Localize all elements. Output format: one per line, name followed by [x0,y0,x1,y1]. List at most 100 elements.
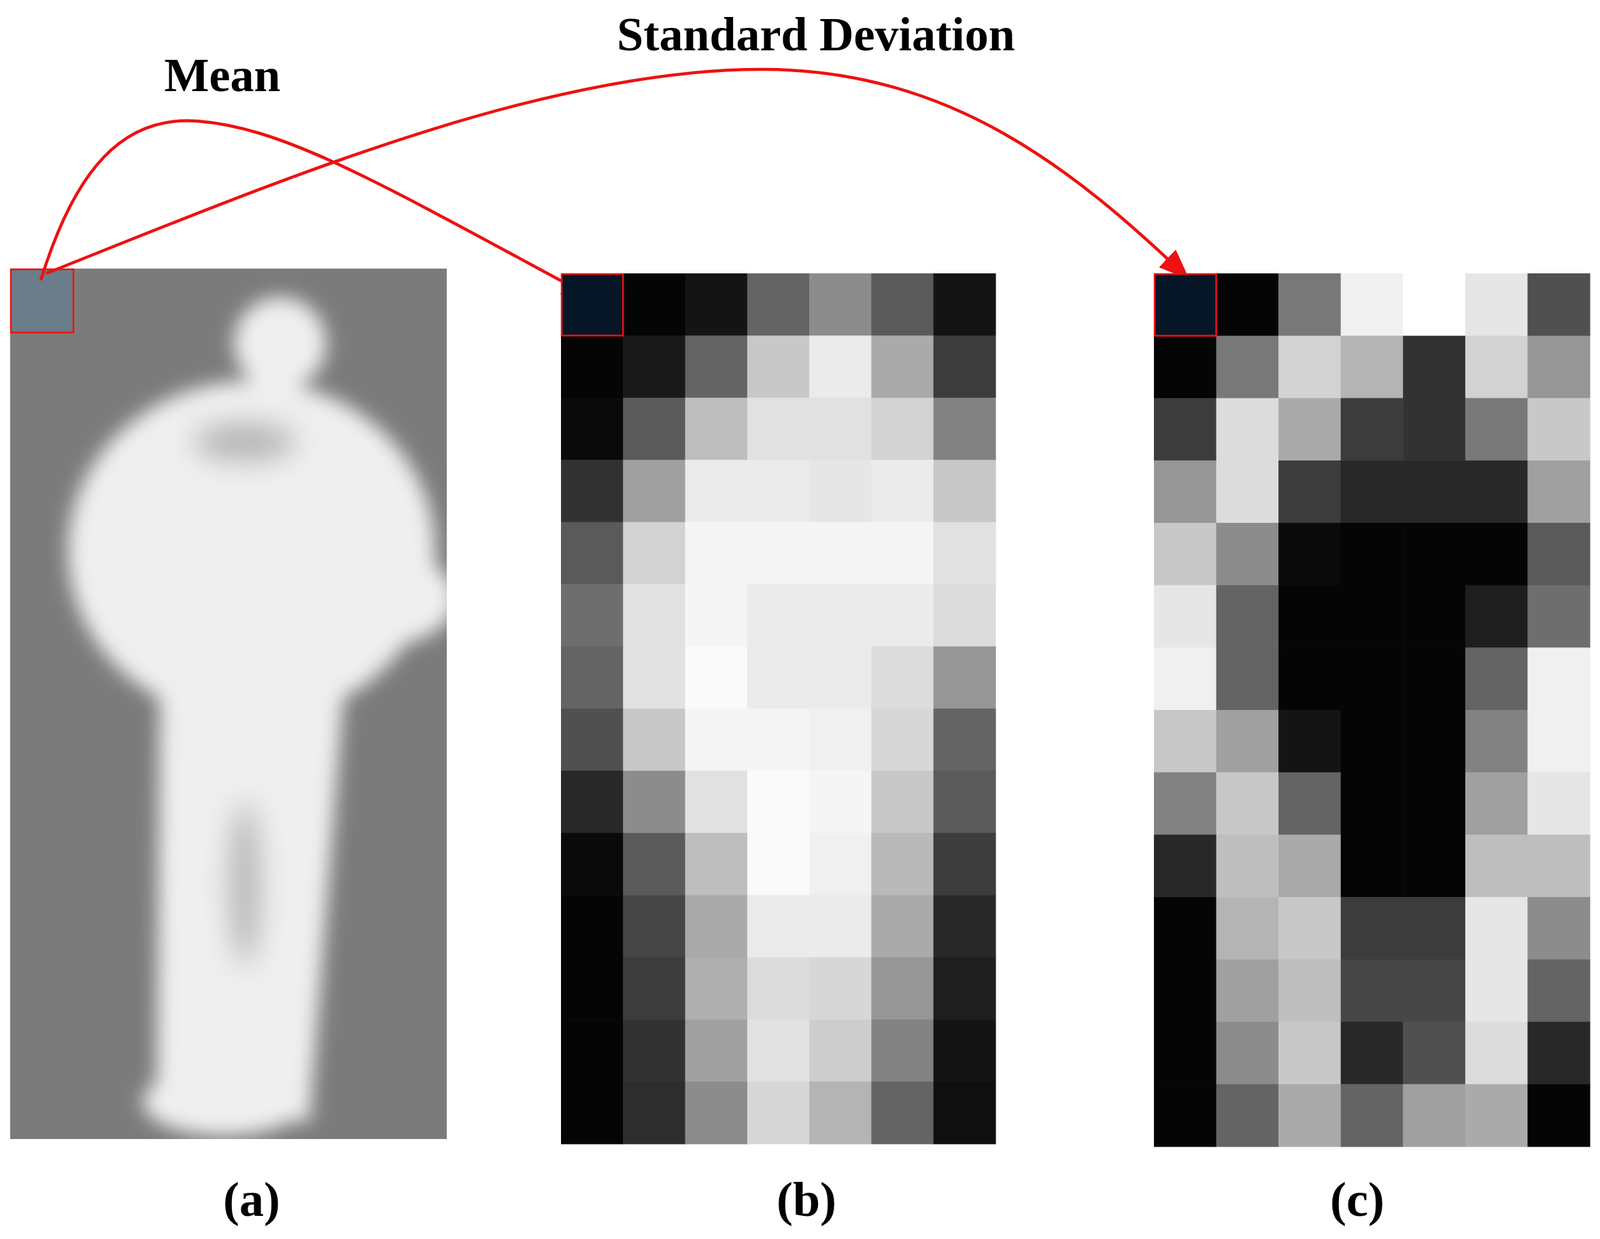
grid-cell [1278,647,1341,710]
grid-cell [747,832,810,896]
grid-cell [1527,273,1590,336]
grid-cell [1465,896,1528,960]
grid-cell [1465,709,1528,773]
grid-cell [1465,1022,1528,1085]
grid-cell [685,1019,748,1082]
grid-cell [685,957,748,1020]
grid-cell [685,646,748,710]
grid-cell [1340,460,1404,523]
grid-cell [622,397,686,461]
grid-cell [1465,834,1528,897]
grid-cell [1402,273,1466,336]
method-label: Standard Deviation [616,8,1015,61]
grid-cell [933,522,997,585]
grid-cell [685,459,748,523]
grid-cell [1402,834,1466,897]
grid-cell [809,646,872,710]
grid-cell [1216,335,1280,399]
grid-cell [1340,1022,1404,1085]
grid-cell [1340,585,1404,649]
grid-cell [871,708,934,772]
grid-cell [1153,460,1217,523]
grid-cell [685,1081,748,1145]
grid-cell [747,584,810,647]
grid-cell [747,1081,810,1145]
grid-cell [809,273,872,336]
grid-cell [747,646,810,710]
grid-cell [809,522,872,585]
grid-cell [685,584,748,647]
grid-cell [933,397,997,461]
grid-cell [560,584,624,647]
grid-cell [622,957,686,1020]
grid-cell [1278,585,1341,649]
grid-cell [622,894,686,958]
grid-cell [1465,959,1528,1023]
grid-cell [560,770,624,833]
grid-cell [1153,709,1217,773]
grid-cell [1340,647,1404,710]
grid-cell [1340,834,1404,897]
grid-cell [871,646,934,710]
grid-cell [622,770,686,833]
grid-cell [560,832,624,896]
grid-cell [1402,1022,1466,1085]
grid-cell [1527,834,1590,897]
grid-cell [1402,460,1466,523]
grid-cell [933,832,997,896]
grid-cell [871,832,934,896]
grid-cell [933,1019,997,1082]
grid-cell [1465,585,1528,649]
grid-cell [685,770,748,833]
grid-cell [1153,1083,1217,1147]
grid-cell [1340,335,1404,399]
grid-cell [809,708,872,772]
grid-cell [1278,709,1341,773]
grid-cell [1402,896,1466,960]
grid-cell [1153,273,1217,336]
grid-cell [1527,397,1590,461]
grid-cell [809,1019,872,1082]
grid-cell [1153,585,1217,649]
grid-cell [933,708,997,772]
grid-cell [933,770,997,833]
grid-cell [1402,772,1466,836]
grid-cell [622,1081,686,1145]
grid-cell [871,522,934,585]
grid-cell [871,1019,934,1082]
grid-cell [1527,522,1590,586]
grid-cell [1465,647,1528,710]
grid-cell [622,584,686,647]
grid-cell [622,1019,686,1082]
grid-cell [1216,647,1280,710]
grid-cell [622,708,686,772]
grid-cell [1527,460,1590,523]
grid-cell [560,1019,624,1082]
grid-cell [1216,522,1280,586]
grid-cell [1278,273,1341,336]
grid-cell [933,459,997,523]
grid-cell [1278,772,1341,836]
highlight-box [1154,274,1217,336]
grid-cell [747,957,810,1020]
grid-cell [560,894,624,958]
grid-cell [1216,1022,1280,1085]
grid-cell [560,335,624,398]
grid-cell [560,273,624,336]
grid-cell [622,522,686,585]
grid-cell [747,770,810,833]
grid-cell [747,708,810,772]
grid-cell [1465,772,1528,836]
grid-cell [1216,460,1280,523]
grid-cell [1340,772,1404,836]
grid-cell [1340,522,1404,586]
grid-cell [1153,959,1217,1023]
grid-cell [809,1081,872,1145]
grid-cell [933,646,997,710]
grid-cell [1340,896,1404,960]
grid-cell [1278,460,1341,523]
panel-label: (c) [1330,1172,1385,1227]
grid-cell [1278,834,1341,897]
grid-cell [1527,772,1590,836]
